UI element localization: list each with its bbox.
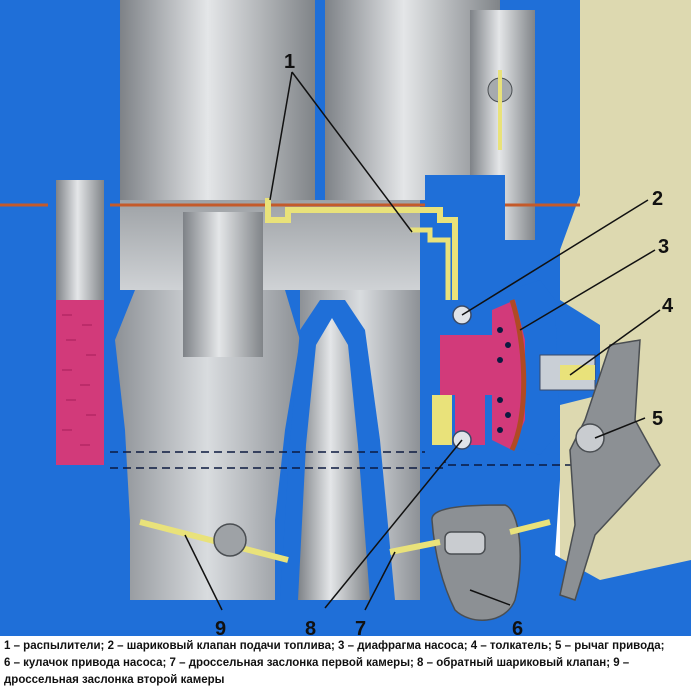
carburetor-accelerator-pump-diagram: 1 2 3 4 5 6 7 8 9 [0,0,691,636]
sprayer-tube [265,198,458,300]
float-chamber-air [56,180,104,300]
spring-coils [497,327,511,433]
callout-1: 1 [284,51,295,73]
pump-fuel-chamber [440,335,500,395]
caption-line-3: дроссельная заслонка второй камеры [4,674,225,686]
caption-line-2: 6 – кулачок привода насоса; 7 – дроссель… [4,657,630,669]
callout-4: 4 [662,295,674,317]
callout-8: 8 [305,618,316,636]
cam-slot [444,531,486,555]
fuel-texture [62,314,96,446]
first-chamber-throttle [389,539,441,555]
upper-bore-left [120,0,315,200]
callout-6: 6 [512,618,523,636]
small-diffuser [183,212,263,357]
sprayer-tube-2 [410,227,451,300]
callout-5: 5 [652,408,663,430]
figure-caption: 1 – распылители; 2 – шариковый клапан по… [4,638,687,689]
central-pillar-inner [298,318,370,600]
second-chamber-throttle-shaft [213,523,247,557]
pusher-rod [560,365,595,380]
pump-yellow-left [432,395,452,445]
primary-chamber [115,290,300,600]
callout-3: 3 [658,236,669,258]
caption-line-1: 1 – распылители; 2 – шариковый клапан по… [4,640,665,652]
first-chamber-throttle-right [509,519,551,535]
pump-membrane-chamber [492,300,525,450]
leader-lines [184,71,661,611]
diaphragm [509,299,527,452]
callout-9: 9 [215,618,226,636]
callout-7: 7 [355,618,366,636]
drive-lever [559,339,661,601]
callout-2: 2 [652,188,663,210]
float-chamber-fuel [56,300,104,465]
lever-pivot [575,423,605,453]
